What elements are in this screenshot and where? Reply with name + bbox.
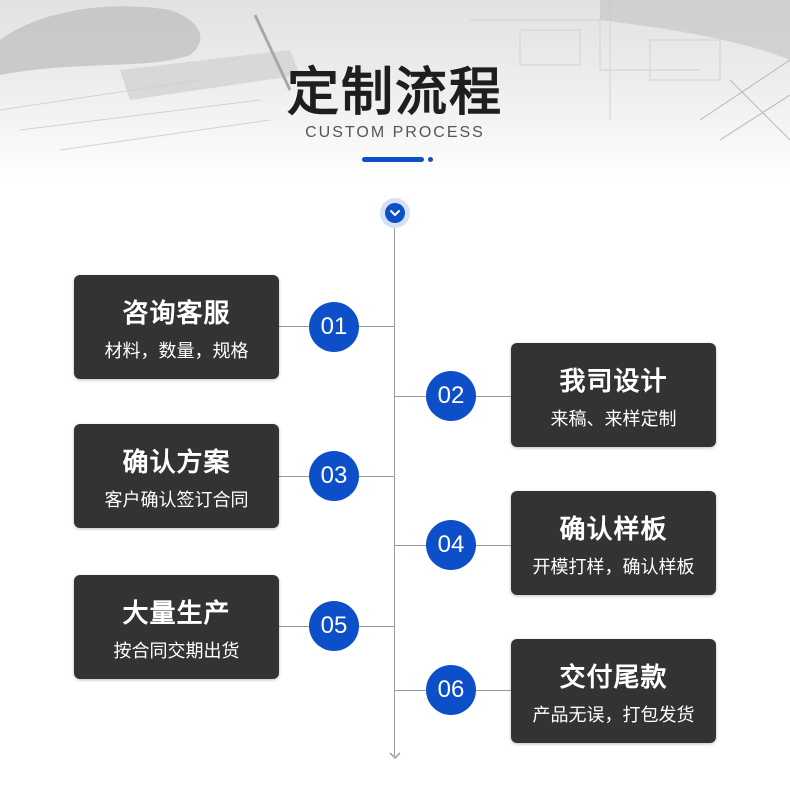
- step-desc: 来稿、来样定制: [550, 409, 677, 430]
- step-desc: 按合同交期出货: [113, 641, 240, 662]
- chevron-down-icon: [385, 203, 405, 223]
- step-number-03: 03: [309, 451, 359, 501]
- arrow-down-icon: [389, 752, 401, 760]
- step-title: 咨询客服: [122, 299, 231, 329]
- step-card-03: 确认方案 客户确认签订合同: [74, 424, 279, 528]
- step-desc: 开模打样，确认样板: [532, 557, 695, 578]
- page-subtitle: CUSTOM PROCESS: [305, 124, 485, 141]
- timeline-line: [394, 224, 395, 756]
- step-number-06: 06: [426, 665, 476, 715]
- step-card-06: 交付尾款 产品无误，打包发货: [511, 639, 716, 743]
- step-number-04: 04: [426, 520, 476, 570]
- step-title: 确认样板: [559, 515, 668, 545]
- title-underline-bar: [362, 157, 424, 162]
- step-card-01: 咨询客服 材料，数量，规格: [74, 275, 279, 379]
- step-desc: 产品无误，打包发货: [532, 705, 695, 726]
- timeline-start-marker: [380, 198, 410, 228]
- step-number-05: 05: [309, 601, 359, 651]
- sketch-background: [0, 0, 790, 151]
- step-number-01: 01: [309, 302, 359, 352]
- step-card-05: 大量生产 按合同交期出货: [74, 575, 279, 679]
- step-title: 大量生产: [122, 599, 231, 629]
- title-underline-dot: [428, 157, 433, 162]
- step-desc: 材料，数量，规格: [104, 341, 249, 362]
- step-number-02: 02: [426, 371, 476, 421]
- step-card-02: 我司设计 来稿、来样定制: [511, 343, 716, 447]
- header-banner: [0, 0, 790, 180]
- step-desc: 客户确认签订合同: [104, 490, 249, 511]
- step-title: 我司设计: [559, 367, 668, 397]
- step-title: 确认方案: [122, 448, 231, 478]
- page-title: 定制流程: [286, 63, 503, 123]
- step-title: 交付尾款: [559, 663, 668, 693]
- step-card-04: 确认样板 开模打样，确认样板: [511, 491, 716, 595]
